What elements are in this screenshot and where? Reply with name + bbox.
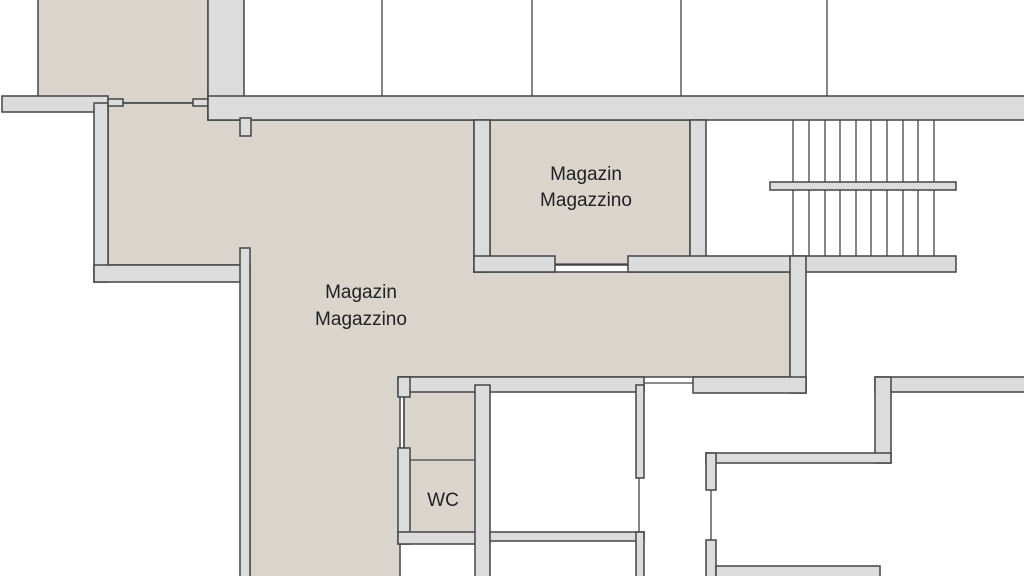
staircase <box>769 120 957 256</box>
main-room-label-line1: Magazin <box>325 282 397 303</box>
storage-room-label-line2: Magazzino <box>540 190 632 211</box>
door-openings <box>123 102 712 540</box>
room-top-left <box>37 0 209 104</box>
wc-label: WC <box>427 490 459 511</box>
main-room-label-line2: Magazzino <box>315 309 407 330</box>
storage-room-label-line1: Magazin <box>550 164 622 185</box>
top-partitions <box>381 0 828 96</box>
